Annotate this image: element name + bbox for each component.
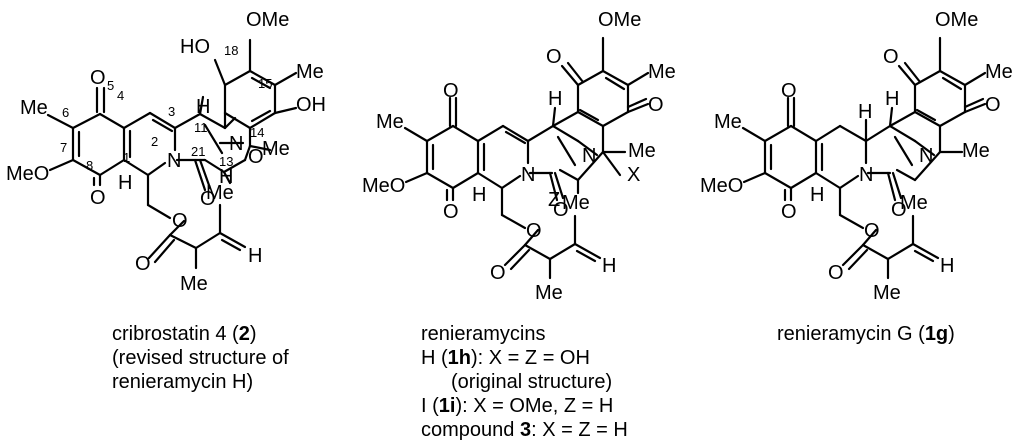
svg-text:O: O xyxy=(985,94,1001,116)
svg-text:H: H xyxy=(118,172,132,194)
svg-text:Me: Me xyxy=(985,61,1013,83)
svg-text:8: 8 xyxy=(86,158,93,173)
svg-text:Me: Me xyxy=(962,140,990,162)
svg-text:Me: Me xyxy=(900,192,928,214)
svg-text:4: 4 xyxy=(117,88,124,103)
caption-cribrostatin-4: cribrostatin 4 (2) (revised structure of… xyxy=(112,323,289,393)
svg-text:Me: Me xyxy=(628,140,656,162)
structure-3-atom-labels: OMe O Me O Me O MeO O H H N Me N H O O O… xyxy=(700,9,1013,304)
svg-text:O: O xyxy=(135,253,151,275)
structure-renieramycin-g xyxy=(741,36,987,280)
svg-text:H: H xyxy=(940,255,954,277)
svg-text:N: N xyxy=(859,164,873,186)
svg-text:O: O xyxy=(781,80,797,102)
svg-text:O: O xyxy=(546,46,562,68)
caption-renieramycins: renieramycins H (1h): X = Z = OH (origin… xyxy=(421,323,628,441)
svg-text:O: O xyxy=(828,262,844,284)
svg-text:Me: Me xyxy=(562,192,590,214)
svg-text:5: 5 xyxy=(107,78,114,93)
svg-text:Me: Me xyxy=(376,111,404,133)
svg-text:O: O xyxy=(200,188,216,210)
svg-text:OMe: OMe xyxy=(598,9,641,31)
svg-text:Me: Me xyxy=(262,138,290,160)
svg-text:O: O xyxy=(172,210,188,232)
structure-2-atom-labels: OMe O Me O Me O MeO O H N Me X Z N H O O… xyxy=(362,9,676,304)
svg-text:OMe: OMe xyxy=(246,9,289,31)
svg-text:OMe: OMe xyxy=(935,9,978,31)
svg-text:Me: Me xyxy=(206,182,234,204)
svg-text:O: O xyxy=(443,80,459,102)
svg-text:21: 21 xyxy=(191,144,205,159)
svg-text:O: O xyxy=(90,187,106,209)
svg-text:Me: Me xyxy=(873,282,901,304)
svg-text:O: O xyxy=(248,146,264,168)
svg-text:18: 18 xyxy=(224,43,238,58)
svg-text:Z: Z xyxy=(548,189,560,211)
structure-1-atom-labels: OMe HO Me OH O Me MeO O H N Me N O H H O… xyxy=(6,9,326,295)
svg-text:14: 14 xyxy=(250,125,264,140)
svg-text:Me: Me xyxy=(180,273,208,295)
svg-text:MeO: MeO xyxy=(6,163,49,185)
svg-text:13: 13 xyxy=(219,154,233,169)
svg-text:O: O xyxy=(553,199,569,221)
svg-text:O: O xyxy=(443,201,459,223)
svg-text:N: N xyxy=(167,150,181,172)
svg-text:Me: Me xyxy=(20,97,48,119)
structure-1-position-numbers: 18 15 5 4 3 6 7 8 1 2 21 11 13 14 xyxy=(60,43,272,173)
structure-cribrostatin-4 xyxy=(46,38,298,270)
caption-renieramycin-g: renieramycin G (1g) xyxy=(777,323,955,345)
svg-text:N: N xyxy=(919,145,933,167)
svg-text:HO: HO xyxy=(180,36,210,58)
svg-text:H: H xyxy=(602,255,616,277)
svg-text:Me: Me xyxy=(535,282,563,304)
svg-text:H: H xyxy=(548,88,562,110)
svg-text:H: H xyxy=(219,166,233,188)
structure-renieramycins xyxy=(403,36,650,280)
svg-text:MeO: MeO xyxy=(362,175,405,197)
svg-text:O: O xyxy=(864,220,880,242)
svg-text:H: H xyxy=(472,184,486,206)
svg-text:N: N xyxy=(582,145,596,167)
svg-text:O: O xyxy=(90,67,106,89)
svg-text:2: 2 xyxy=(151,134,158,149)
svg-text:11: 11 xyxy=(194,120,208,135)
svg-text:O: O xyxy=(648,94,664,116)
svg-text:O: O xyxy=(891,199,907,221)
svg-text:MeO: MeO xyxy=(700,175,743,197)
svg-text:H: H xyxy=(810,184,824,206)
svg-text:Me: Me xyxy=(648,61,676,83)
svg-text:O: O xyxy=(781,201,797,223)
svg-text:H: H xyxy=(196,96,210,118)
svg-text:H: H xyxy=(248,245,262,267)
svg-text:N: N xyxy=(521,164,535,186)
svg-text:O: O xyxy=(490,262,506,284)
svg-text:O: O xyxy=(526,220,542,242)
svg-text:6: 6 xyxy=(62,105,69,120)
svg-text:N: N xyxy=(229,133,243,155)
svg-text:O: O xyxy=(883,46,899,68)
svg-text:3: 3 xyxy=(168,104,175,119)
svg-text:OH: OH xyxy=(296,94,326,116)
svg-text:H: H xyxy=(885,88,899,110)
svg-text:15: 15 xyxy=(258,76,272,91)
svg-text:1: 1 xyxy=(123,150,130,165)
svg-text:Me: Me xyxy=(296,61,324,83)
svg-text:7: 7 xyxy=(60,140,67,155)
svg-text:H: H xyxy=(858,101,872,123)
svg-text:X: X xyxy=(627,164,640,186)
svg-text:Me: Me xyxy=(714,111,742,133)
